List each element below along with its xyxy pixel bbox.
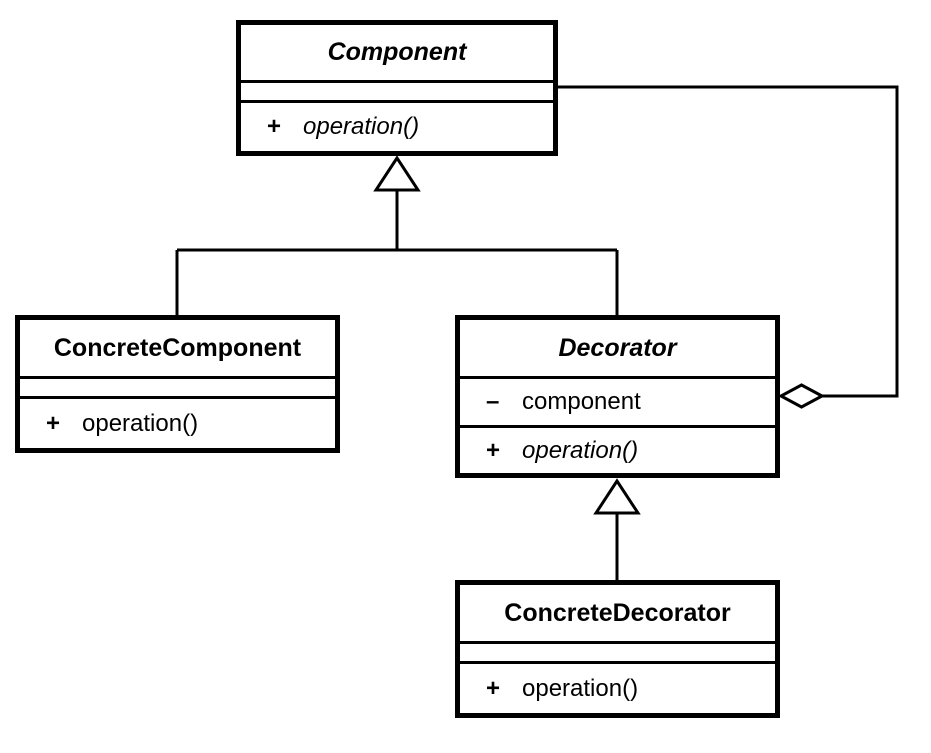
concrete-component-class-name: ConcreteComponent bbox=[53, 333, 302, 362]
concrete-decorator-operations-compartment: + operation() bbox=[460, 661, 775, 713]
component-operation-name: operation() bbox=[303, 113, 420, 140]
visibility-marker: + bbox=[267, 113, 282, 140]
hollow-triangle-icon bbox=[373, 155, 421, 192]
decorator-attribute-name: component bbox=[522, 388, 641, 415]
concrete-decorator-class-name: ConcreteDecorator bbox=[504, 598, 731, 627]
visibility-marker: – bbox=[486, 388, 500, 415]
generalization-edge-concrete-decorator-to-decorator bbox=[593, 478, 641, 580]
generalization-edge-tree-to-component bbox=[175, 155, 619, 315]
concrete-component-operation-name: operation() bbox=[82, 409, 199, 437]
decorator-operations-compartment: + operation() bbox=[460, 425, 775, 473]
decorator-attributes-compartment: – component bbox=[460, 376, 775, 425]
concrete-decorator-name-compartment: ConcreteDecorator bbox=[460, 585, 775, 641]
component-operations-compartment: + operation() bbox=[241, 100, 553, 151]
hollow-triangle-icon bbox=[593, 478, 641, 515]
visibility-marker: + bbox=[46, 409, 61, 437]
component-attributes-compartment bbox=[241, 80, 553, 100]
component-name-compartment: Component bbox=[241, 25, 553, 80]
component-operation-row: + operation() bbox=[241, 113, 553, 141]
concrete-decorator-operation-name: operation() bbox=[522, 674, 639, 702]
visibility-marker: + bbox=[486, 674, 501, 702]
decorator-operation-row: + operation() bbox=[460, 437, 775, 465]
concrete-decorator-attributes-compartment bbox=[460, 641, 775, 661]
component-class-name: Component bbox=[327, 38, 467, 66]
concrete-component-operations-compartment: + operation() bbox=[20, 396, 335, 448]
class-box-component[interactable]: Component + operation() bbox=[236, 20, 558, 156]
concrete-component-attributes-compartment bbox=[20, 376, 335, 396]
concrete-decorator-operation-row: + operation() bbox=[460, 675, 775, 703]
concrete-component-operation-row: + operation() bbox=[20, 410, 335, 438]
decorator-name-compartment: Decorator bbox=[460, 320, 775, 376]
class-box-concrete-decorator[interactable]: ConcreteDecorator + operation() bbox=[455, 580, 780, 718]
decorator-operation-name: operation() bbox=[522, 436, 639, 464]
class-box-concrete-component[interactable]: ConcreteComponent + operation() bbox=[15, 315, 340, 453]
decorator-class-name: Decorator bbox=[558, 333, 677, 362]
decorator-attribute-row: – component bbox=[460, 388, 775, 416]
hollow-diamond-icon bbox=[777, 383, 826, 409]
concrete-component-name-compartment: ConcreteComponent bbox=[20, 320, 335, 376]
visibility-marker: + bbox=[486, 436, 501, 464]
class-box-decorator[interactable]: Decorator – component + operation() bbox=[455, 315, 780, 478]
